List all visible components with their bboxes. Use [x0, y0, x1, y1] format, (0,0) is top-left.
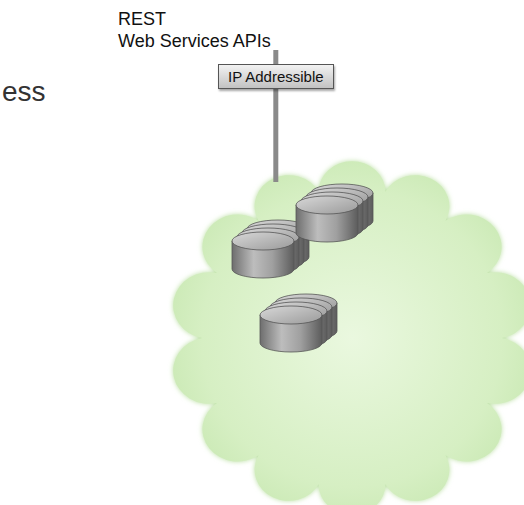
box-label: IP Addressible: [228, 68, 324, 85]
connector-wire: [273, 89, 278, 182]
disk-stack: [296, 184, 373, 242]
cloud-shape: [173, 161, 524, 505]
cut-off-text: ess: [2, 76, 46, 108]
api-heading: REST: [118, 9, 166, 30]
address-box: IP Addressible: [218, 64, 334, 89]
disk-stacks: [232, 184, 373, 352]
disk-cylinder: [296, 196, 358, 242]
cloud-glow: [173, 161, 524, 505]
disk-cylinder: [260, 306, 322, 352]
disk-cylinder: [232, 232, 294, 278]
connector-wire: [273, 50, 278, 64]
api-heading: Web Services APIs: [118, 31, 271, 52]
disk-stack: [260, 294, 337, 352]
cloud: [173, 161, 524, 505]
